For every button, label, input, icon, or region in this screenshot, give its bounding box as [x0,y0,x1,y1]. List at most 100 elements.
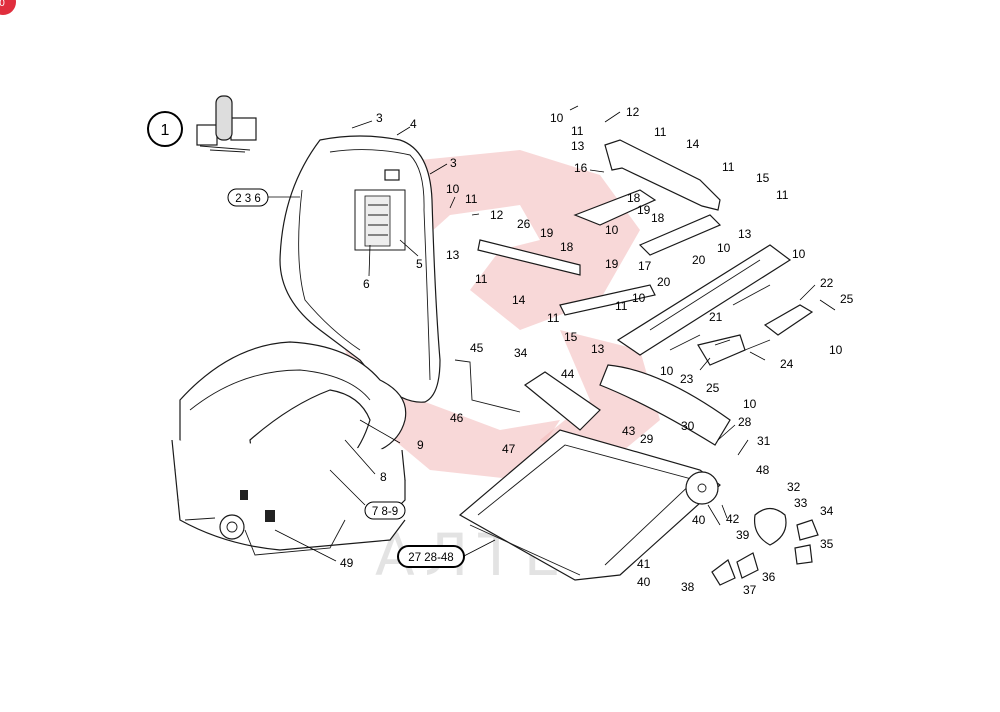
cushion-parts-label: 7 8-9 [372,506,398,518]
callout-20: 20 [692,253,706,267]
part-callouts: 3 4 3 10 11 12 13 5 6 26 19 18 19 11 14 … [340,105,854,597]
callout-10: 10 [550,111,564,125]
callout-13: 13 [446,248,460,262]
callout-10: 10 [743,397,757,411]
corner-badge: 0 [0,0,16,15]
base-frame [454,359,819,586]
callout-10: 10 [632,291,646,305]
backrest-lumbar-panel [354,189,406,251]
callout-35: 35 [820,537,834,551]
legend-symbol: 1 [147,95,257,153]
knob-disc [685,471,719,505]
callout-3: 3 [376,111,383,125]
tool-icon [196,95,257,153]
callout-13: 13 [591,342,605,356]
lever-plate [523,371,601,431]
callout-25: 25 [706,381,720,395]
callout-49: 49 [340,556,354,570]
callout-34: 34 [820,504,834,518]
assembly-callout-backrest: 2 3 6 [227,188,300,207]
callout-16: 16 [574,161,588,175]
callout-11: 11 [571,124,584,138]
adjuster-mechanism [477,139,814,366]
callout-29: 29 [640,432,654,446]
callout-48: 48 [756,463,770,477]
assembly-callout-cushion: 7 8-9 [329,469,406,520]
backrest-clip [384,169,400,181]
callout-30: 30 [681,419,695,433]
callout-23: 23 [680,372,694,386]
callout-10: 10 [717,241,731,255]
frame-parts-label: 27 28-48 [408,552,453,564]
callout-46: 46 [450,411,464,425]
callout-13: 13 [571,139,585,153]
adjust-wheel-icon [219,514,245,540]
callout-19: 19 [605,257,619,271]
callout-39: 39 [736,528,750,542]
callout-11: 11 [722,160,735,174]
callout-28: 28 [738,415,752,429]
callout-10: 10 [605,223,619,237]
leader-lines [274,105,836,562]
callout-45: 45 [470,341,484,355]
callout-11: 11 [776,188,789,202]
backrest-parts-label: 2 3 6 [235,193,261,205]
callout-40: 40 [692,513,706,527]
callout-10: 10 [792,247,806,261]
callout-13: 13 [738,227,752,241]
callout-32: 32 [787,480,801,494]
callout-11: 11 [465,192,478,206]
callout-37: 37 [743,583,757,597]
callout-22: 22 [820,276,834,290]
callout-8: 8 [380,470,387,484]
callout-41: 41 [637,557,651,571]
callout-33: 33 [794,496,808,510]
callout-10: 10 [446,182,460,196]
callout-17: 17 [638,259,652,273]
callout-25: 25 [840,292,854,306]
callout-15: 15 [756,171,770,185]
callout-10: 10 [660,364,674,378]
callout-6: 6 [363,277,370,291]
callout-18: 18 [560,240,574,254]
callout-11: 11 [654,125,667,139]
callout-40: 40 [637,575,651,589]
callout-44: 44 [561,367,575,381]
callout-14: 14 [512,293,526,307]
corner-badge-text: 0 [0,0,5,9]
callout-34: 34 [514,346,528,360]
callout-47: 47 [502,442,516,456]
callout-38: 38 [681,580,695,594]
callout-14: 14 [686,137,700,151]
callout-5: 5 [416,257,423,271]
callout-19: 19 [637,203,651,217]
seat-knob-icon [265,510,275,522]
bracket-30 [599,364,731,446]
callout-18: 18 [627,191,641,205]
callout-9: 9 [417,438,424,452]
callout-10: 10 [829,343,843,357]
legend-number: 1 [161,122,170,139]
callout-36: 36 [762,570,776,584]
assembly-callout-frame: 27 28-48 [397,539,496,568]
callout-12: 12 [626,105,640,119]
backrest [279,135,441,403]
callout-21: 21 [709,310,723,324]
callout-20: 20 [657,275,671,289]
seat-lever-icon [240,490,248,500]
callout-11: 11 [547,311,560,325]
callout-31: 31 [757,434,771,448]
callout-3: 3 [450,156,457,170]
callout-24: 24 [780,357,794,371]
seat-cushion [171,341,407,556]
callout-19: 19 [540,226,554,240]
callout-11: 11 [615,299,628,313]
callout-4: 4 [410,117,417,131]
callout-12: 12 [490,208,504,222]
callout-43: 43 [622,424,636,438]
callout-15: 15 [564,330,578,344]
callout-42: 42 [726,512,740,526]
callout-11: 11 [475,272,488,286]
callout-26: 26 [517,217,531,231]
